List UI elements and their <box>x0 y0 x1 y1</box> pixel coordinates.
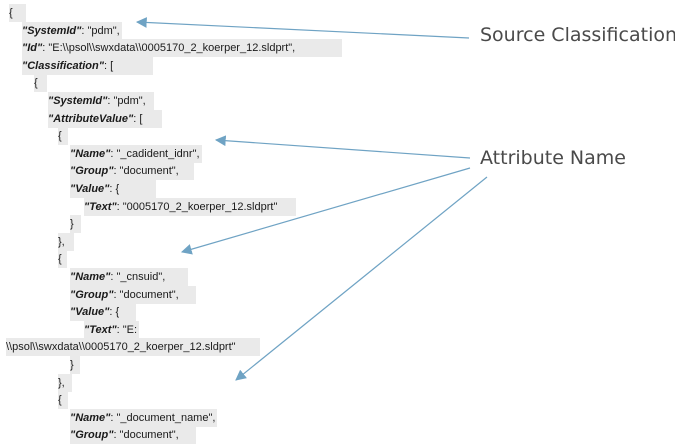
code-text: } <box>70 359 74 371</box>
json-value: : [ <box>103 59 114 72</box>
code-text: }, <box>58 235 65 248</box>
json-value: : "_cnsuid", <box>110 271 166 283</box>
code-line-highlight: "Group": "document", <box>70 285 196 304</box>
json-value: : "document", <box>113 429 179 442</box>
code-line-highlight: "Group": "document", <box>70 426 196 444</box>
json-key: "AttributeValue" <box>48 112 134 125</box>
code-line-highlight: "AttributeValue": [ <box>48 109 162 128</box>
json-value: : { <box>109 306 120 319</box>
code-line: "Text": "E: <box>0 320 140 339</box>
code-text: }, <box>58 376 65 389</box>
code-line-highlight: { <box>58 127 68 146</box>
code-line: }, <box>0 232 74 251</box>
code-line: "Id": "E:\\psol\\swxdata\\0005170_2_koer… <box>0 39 342 58</box>
json-key: "Group" <box>70 165 114 178</box>
json-key: "Value" <box>70 183 110 195</box>
label-attribute-name: Attribute Name <box>480 147 626 169</box>
code-line: { <box>0 250 67 269</box>
code-line-highlight: "Name": "_cnsuid", <box>70 268 188 286</box>
code-line-highlight: }, <box>58 232 74 251</box>
code-line: \\psol\\swxdata\\0005170_2_koerper_12.sl… <box>0 338 260 357</box>
code-line-highlight: "SystemId": "pdm", <box>48 92 154 110</box>
code-line-highlight: { <box>9 4 26 22</box>
code-line: "Group": "document", <box>0 426 196 444</box>
json-key: "SystemId" <box>22 24 82 37</box>
code-line-highlight: { <box>58 391 68 410</box>
json-key: "Name" <box>70 411 111 424</box>
code-line: "SystemId": "pdm", <box>0 92 154 110</box>
code-text: { <box>58 130 62 143</box>
code-line-highlight: "Value": { <box>70 180 156 198</box>
code-line-highlight: "SystemId": "pdm", <box>22 21 122 40</box>
code-text: \\psol\\swxdata\\0005170_2_koerper_12.sl… <box>6 341 236 354</box>
code-line: { <box>0 4 26 22</box>
json-key: "SystemId" <box>48 95 108 107</box>
code-line: "Text": "0005170_2_koerper_12.sldprt" <box>0 197 296 216</box>
json-key: "Id" <box>22 42 43 55</box>
code-line: "Classification": [ <box>0 56 153 75</box>
json-value: : [ <box>133 112 143 125</box>
code-line: "Name": "_document_name", <box>0 408 218 427</box>
json-value: : "_document_name", <box>110 411 216 424</box>
code-line-highlight: }, <box>58 373 72 392</box>
json-value: : "E: <box>116 323 138 336</box>
code-line: "SystemId": "pdm", <box>0 21 122 40</box>
code-line-highlight: "Text": "E: <box>84 320 140 339</box>
json-key: "Name" <box>70 147 111 160</box>
code-line: "Value": { <box>0 180 156 198</box>
json-value: : "_cadident_idnr", <box>110 147 200 160</box>
code-line: "Name": "_cadident_idnr", <box>0 144 202 163</box>
code-line: { <box>0 391 68 410</box>
code-line: { <box>0 74 47 93</box>
json-value: : "E:\\psol\\swxdata\\0005170_2_koerper_… <box>42 42 296 55</box>
json-key: "Name" <box>70 271 111 283</box>
label-source-classification: Source Classification <box>480 24 675 46</box>
code-line: "Name": "_cnsuid", <box>0 268 188 286</box>
code-line-highlight: { <box>58 250 67 269</box>
code-line-highlight: "Name": "_cadident_idnr", <box>70 144 202 163</box>
code-line-highlight: } <box>70 356 80 374</box>
code-line-highlight: "Id": "E:\\psol\\swxdata\\0005170_2_koer… <box>22 39 342 58</box>
code-line-highlight: } <box>70 215 81 234</box>
code-line: } <box>0 215 81 234</box>
json-value: : "pdm", <box>107 95 146 107</box>
code-text: { <box>34 77 38 90</box>
code-line: "Group": "document", <box>0 162 194 181</box>
json-value: : { <box>109 183 120 195</box>
code-line: { <box>0 127 68 146</box>
code-text: { <box>58 253 62 266</box>
code-line-highlight: "Classification": [ <box>22 56 153 75</box>
json-key: "Group" <box>70 288 114 301</box>
json-key: "Value" <box>70 306 110 319</box>
json-value: : "0005170_2_koerper_12.sldprt" <box>116 200 278 213</box>
code-line-highlight: \\psol\\swxdata\\0005170_2_koerper_12.sl… <box>6 338 260 357</box>
code-text: } <box>70 218 74 231</box>
code-line: "AttributeValue": [ <box>0 109 162 128</box>
code-line-highlight: "Name": "_document_name", <box>70 408 218 427</box>
json-value: : "pdm", <box>81 24 120 37</box>
code-line: "Group": "document", <box>0 285 196 304</box>
code-text: { <box>58 394 62 407</box>
code-line-highlight: "Group": "document", <box>70 162 194 181</box>
json-value: : "document", <box>113 288 179 301</box>
json-key: "Text" <box>84 200 117 213</box>
json-key: "Group" <box>70 429 114 442</box>
json-key: "Classification" <box>22 59 104 72</box>
code-line-highlight: "Text": "0005170_2_koerper_12.sldprt" <box>84 197 296 216</box>
code-line: "Value": { <box>0 303 136 322</box>
code-text: { <box>9 7 13 19</box>
code-line: } <box>0 356 80 374</box>
code-line-highlight: { <box>34 74 47 93</box>
json-key: "Text" <box>84 323 117 336</box>
json-value: : "document", <box>113 165 179 178</box>
code-line-highlight: "Value": { <box>70 303 136 322</box>
json-code-block: {"SystemId": "pdm","Id": "E:\\psol\\swxd… <box>0 4 342 444</box>
code-line: }, <box>0 373 72 392</box>
